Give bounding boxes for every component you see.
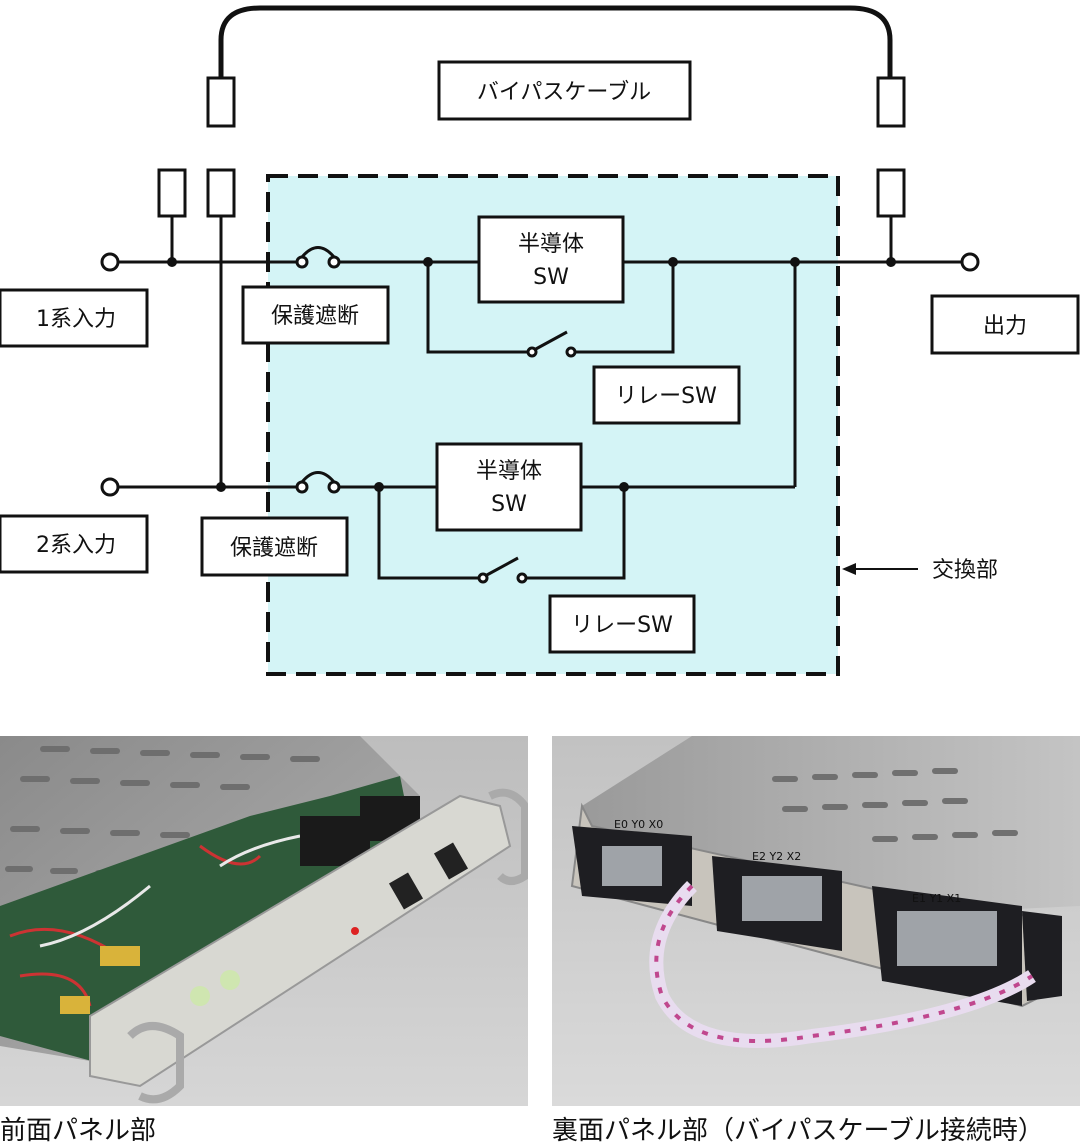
rear-terminal-3-labels: E1 Y1 X1 [912,892,961,905]
semiconductor-sw1-line1: 半導体 [518,232,584,257]
exchange-unit-label: 交換部 [932,558,998,583]
input1-label: 1系入力 [36,307,116,332]
rear-terminal-2-labels: E2 Y2 X2 [752,850,801,863]
relay-switch1-symbol [526,330,577,358]
front-panel-caption: 前面パネル部 [0,1116,157,1146]
breaker2-symbol [295,471,341,494]
input2-label: 2系入力 [36,533,116,558]
semiconductor-sw1-line2: SW [533,265,569,290]
front-panel-photo [0,736,528,1106]
bypass-plug-right [876,76,906,128]
output-terminal [960,252,980,272]
socket-output [876,168,906,218]
breaker1-label: 保護遮断 [271,304,359,329]
semiconductor-sw2-box [435,442,583,532]
rear-terminal-1-labels: E0 Y0 X0 [614,818,663,831]
breaker2-label: 保護遮断 [230,536,318,561]
bypass-plug-left [206,76,236,128]
relay-sw2-label: リレーSW [571,613,673,638]
bypass-cable-label: バイパスケーブル [477,80,651,105]
breaker1-symbol [295,246,341,269]
rear-panel-photo: E0 Y0 X0 E2 Y2 X2 E1 Y1 X1 [552,736,1080,1106]
semiconductor-sw2-line1: 半導体 [476,459,542,484]
bypass-cable [218,5,893,78]
circuit-diagram: バイパスケーブル 1系入力 2系入力 出力 保護遮断 保護遮断 半導体 SW 半… [0,5,1080,676]
relay-sw1-label: リレーSW [615,384,717,409]
input2-terminal [100,477,120,497]
rear-panel-caption: 裏面パネル部（バイパスケーブル接続時） [552,1116,1044,1146]
output-label: 出力 [983,314,1027,339]
semiconductor-sw1-box [477,215,625,304]
input1-terminal [100,252,120,272]
socket-input2 [206,168,236,218]
semiconductor-sw2-line2: SW [491,492,527,517]
socket-input1 [157,168,187,218]
